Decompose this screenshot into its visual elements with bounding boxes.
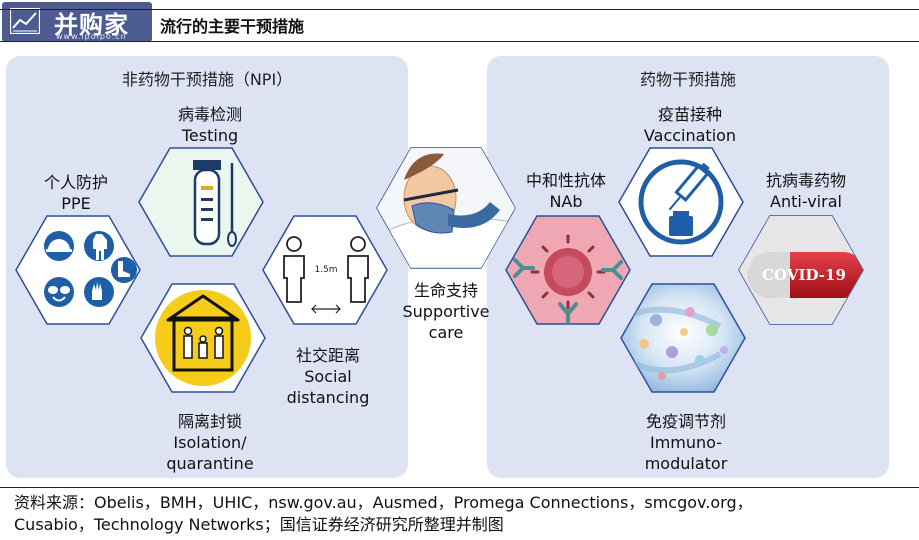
nab-cn: 中和性抗体	[525, 171, 607, 190]
isolation-en2: quarantine	[166, 454, 254, 473]
logo-url: www.ipoipo.cn	[56, 32, 127, 41]
test-tube-icon	[193, 160, 237, 247]
vaccination-label: 疫苗接种 Vaccination	[644, 104, 736, 146]
isolation-hexagon	[140, 283, 266, 393]
nab-hexagon	[505, 215, 631, 325]
house-icon	[166, 294, 240, 372]
immunomodulator-label: 免疫调节剂 Immuno- modulator	[645, 411, 728, 474]
source-line-2: Cusabio，Technology Networks；国信证券经济研究所整理并…	[14, 515, 504, 534]
isolation-cn: 隔离封锁	[177, 412, 243, 431]
vaccination-hexagon	[618, 147, 744, 257]
logo-text: 并购家	[54, 11, 129, 39]
ppe-en: PPE	[61, 194, 91, 213]
social-en2: distancing	[286, 388, 370, 407]
top-rule	[0, 9, 919, 10]
isolation-label: 隔离封锁 Isolation/ quarantine	[166, 411, 253, 474]
social-en1: Social	[304, 367, 352, 386]
source-note: 资料来源：Obelis，BMH，UHIC，nsw.gov.au，Ausmed，P…	[14, 492, 904, 536]
gloves-icon	[84, 277, 114, 307]
syringe-vial-icon	[638, 159, 724, 245]
antiviral-en: Anti-viral	[770, 192, 842, 211]
drug-panel-title: 药物干预措施	[639, 70, 736, 89]
vaccination-cn: 疫苗接种	[657, 105, 723, 124]
antiviral-hexagon: COVID-19	[738, 215, 864, 325]
logo: 并购家 www.ipoipo.cn	[2, 2, 152, 42]
helmet-icon	[44, 231, 74, 261]
ppe-hexagon	[15, 215, 141, 325]
pill-text: COVID-19	[762, 266, 846, 284]
nab-label: 中和性抗体 NAb	[526, 170, 606, 212]
testing-cn: 病毒检测	[177, 105, 243, 124]
virus-antibody-icon	[513, 234, 623, 324]
supportive-care-hexagon	[376, 147, 516, 269]
patient-ventilator-icon	[377, 148, 515, 268]
supportive-en1: Supportive	[402, 302, 490, 321]
ppe-label: 个人防护 PPE	[44, 172, 108, 214]
immuno-cn: 免疫调节剂	[645, 412, 726, 431]
social-cn: 社交距离	[295, 346, 361, 365]
antiviral-label: 抗病毒药物 Anti-viral	[766, 170, 846, 212]
ppe-cn: 个人防护	[43, 173, 109, 192]
immunomodulator-hexagon	[620, 283, 746, 393]
supportive-care-label: 生命支持 Supportive care	[402, 280, 489, 343]
source-line-1: 资料来源：Obelis，BMH，UHIC，nsw.gov.au，Ausmed，P…	[14, 493, 753, 512]
boots-icon	[111, 257, 137, 283]
testing-label: 病毒检测 Testing	[178, 104, 242, 146]
social-distancing-hexagon: 1.5m	[262, 215, 388, 325]
source-rule	[0, 487, 919, 488]
antiviral-cn: 抗病毒药物	[765, 171, 847, 190]
coverall-icon	[84, 231, 114, 261]
supportive-en2: care	[428, 323, 464, 342]
chart-logo-icon	[10, 8, 40, 34]
page-title: 流行的主要干预措施	[160, 17, 305, 36]
testing-hexagon	[138, 147, 264, 257]
goggles-icon	[44, 277, 74, 307]
isolation-en1: Isolation/	[173, 433, 247, 452]
immuno-en2: modulator	[644, 454, 728, 473]
two-people-icon	[283, 236, 369, 314]
vaccination-en: Vaccination	[643, 126, 737, 145]
pill-capsule-icon	[739, 216, 863, 324]
social-distancing-label: 社交距离 Social distancing	[287, 345, 370, 408]
supportive-cn: 生命支持	[413, 281, 479, 300]
npi-panel-title: 非药物干预措施（NPI）	[121, 70, 293, 89]
testing-en: Testing	[181, 126, 239, 145]
title-rule	[0, 41, 919, 42]
nab-en: NAb	[549, 192, 583, 211]
distance-mark: 1.5m	[314, 265, 337, 275]
immuno-en1: Immuno-	[649, 433, 723, 452]
